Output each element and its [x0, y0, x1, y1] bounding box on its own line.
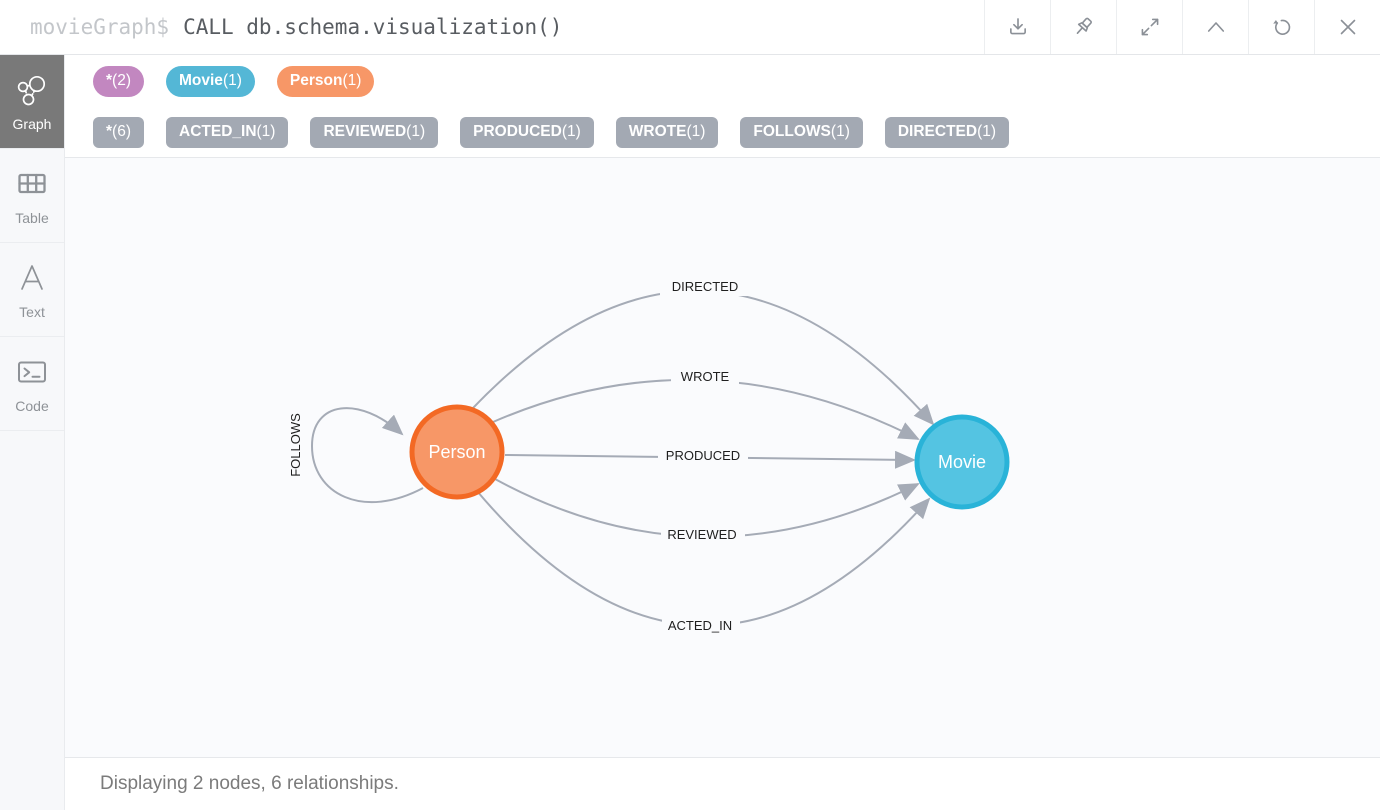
- tab-code-label: Code: [15, 397, 49, 414]
- fullscreen-button[interactable]: [1116, 0, 1182, 54]
- pill-name: REVIEWED: [323, 123, 407, 141]
- tab-code[interactable]: Code: [0, 337, 64, 431]
- tab-graph-label: Graph: [12, 115, 52, 132]
- relationship-types-row: *(6) ACTED_IN(1) REVIEWED(1) PRODUCED(1)…: [65, 108, 1380, 158]
- pill-name: Movie: [179, 72, 223, 90]
- pill-name: ACTED_IN: [179, 123, 257, 141]
- pill-count: (1): [686, 123, 706, 141]
- rel-type-pill-reviewed[interactable]: REVIEWED(1): [310, 117, 439, 148]
- edge-label-reviewed[interactable]: REVIEWED: [667, 527, 736, 542]
- cypher-command: CALL db.schema.visualization(): [183, 15, 563, 39]
- command-line[interactable]: movieGraph$ CALL db.schema.visualization…: [0, 0, 562, 54]
- pill-count: (1): [406, 123, 426, 141]
- pill-count: (6): [112, 123, 131, 141]
- node-label-pill-person[interactable]: Person(1): [276, 66, 375, 97]
- rerun-icon: [1272, 19, 1290, 35]
- edge-label-acted-in[interactable]: ACTED_IN: [668, 618, 732, 633]
- pill-name: PRODUCED: [473, 123, 562, 141]
- rel-type-pill-directed[interactable]: DIRECTED(1): [884, 117, 1010, 148]
- node-label-pill-movie[interactable]: Movie(1): [166, 66, 255, 97]
- code-view-icon: [18, 361, 46, 382]
- node-label-pill-all[interactable]: *(2): [93, 66, 144, 97]
- pill-name: FOLLOWS: [753, 123, 831, 141]
- edge-follows-loop[interactable]: [310, 407, 424, 504]
- close-icon: [1340, 19, 1355, 35]
- collapse-icon: [1207, 22, 1224, 32]
- pill-name: *: [106, 123, 113, 141]
- collapse-button[interactable]: [1182, 0, 1248, 54]
- rel-type-pill-all[interactable]: *(6): [93, 117, 144, 148]
- tab-text[interactable]: Text: [0, 243, 64, 337]
- pill-count: (1): [256, 123, 276, 141]
- pin-button[interactable]: [1050, 0, 1116, 54]
- view-sidebar: Graph Table Text Code: [0, 55, 65, 810]
- edge-label-directed[interactable]: DIRECTED: [672, 279, 738, 294]
- rel-type-pill-wrote[interactable]: WROTE(1): [615, 117, 719, 148]
- node-movie-caption: Movie: [938, 452, 986, 472]
- download-icon: [1009, 18, 1026, 35]
- node-person[interactable]: [409, 404, 505, 500]
- node-movie[interactable]: [914, 414, 1010, 510]
- pill-count: (1): [342, 72, 362, 90]
- edge-acted-in[interactable]: [476, 490, 931, 627]
- tab-graph[interactable]: Graph: [0, 55, 64, 149]
- edge-label-wrote[interactable]: WROTE: [681, 369, 730, 384]
- database-prompt: movieGraph$: [30, 15, 170, 39]
- result-area: *(2) Movie(1) Person(1) *(6) ACTED_IN(1)…: [65, 55, 1380, 810]
- rel-type-pill-acted-in[interactable]: ACTED_IN(1): [166, 117, 289, 148]
- command-header: movieGraph$ CALL db.schema.visualization…: [0, 0, 1380, 55]
- rel-type-pill-follows[interactable]: FOLLOWS(1): [740, 117, 863, 148]
- edge-label-produced[interactable]: PRODUCED: [666, 448, 740, 463]
- pill-count: (1): [561, 123, 581, 141]
- node-labels-row: *(2) Movie(1) Person(1): [65, 55, 1380, 108]
- pill-name: *: [106, 72, 113, 90]
- graph-view-icon: [17, 75, 46, 105]
- pill-count: (1): [830, 123, 850, 141]
- pill-count: (1): [977, 123, 997, 141]
- tab-table-label: Table: [15, 209, 49, 226]
- graph-canvas[interactable]: DIRECTED WROTE PRODUCED REVIEWED ACTED_I…: [65, 158, 1380, 757]
- schema-graph: DIRECTED WROTE PRODUCED REVIEWED ACTED_I…: [288, 277, 1010, 635]
- status-bar: Displaying 2 nodes, 6 relationships.: [65, 757, 1380, 810]
- status-text: Displaying 2 nodes, 6 relationships.: [100, 773, 399, 794]
- table-view-icon: [18, 173, 46, 193]
- fullscreen-icon: [1141, 18, 1158, 36]
- pill-name: DIRECTED: [897, 123, 978, 141]
- edge-wrote[interactable]: [492, 378, 920, 440]
- pill-count: (1): [222, 72, 242, 90]
- pill-name: Person: [289, 72, 343, 90]
- pin-icon: [1076, 17, 1092, 34]
- tab-text-label: Text: [19, 303, 45, 320]
- close-button[interactable]: [1314, 0, 1380, 54]
- rel-type-pill-produced[interactable]: PRODUCED(1): [460, 117, 594, 148]
- download-button[interactable]: [984, 0, 1050, 54]
- rerun-button[interactable]: [1248, 0, 1314, 54]
- text-view-icon: [21, 264, 43, 290]
- frame-actions: [984, 0, 1380, 54]
- node-person-caption: Person: [428, 442, 485, 462]
- edge-label-follows[interactable]: FOLLOWS: [288, 413, 303, 477]
- pill-count: (2): [112, 72, 131, 90]
- tab-table[interactable]: Table: [0, 149, 64, 243]
- pill-name: WROTE: [628, 123, 687, 141]
